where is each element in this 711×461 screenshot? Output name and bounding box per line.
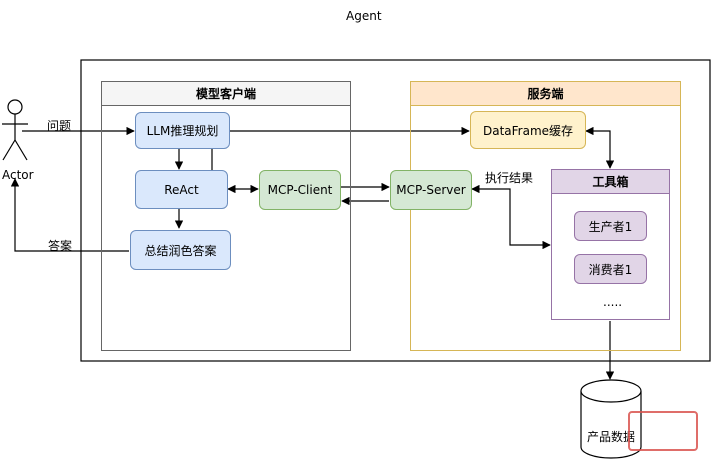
mcp-client-node[interactable]: MCP-Client xyxy=(259,170,341,210)
tool-consumer-1[interactable]: 消费者1 xyxy=(574,254,647,284)
summary-node[interactable]: 总结润色答案 xyxy=(130,230,231,270)
watermark-logo xyxy=(628,411,698,451)
toolbox-title: 工具箱 xyxy=(552,170,669,194)
edge-server-toolbox xyxy=(471,184,551,250)
answer-label: 答案 xyxy=(48,239,73,253)
llm-planning-node[interactable]: LLM推理规划 xyxy=(135,112,230,149)
dataframe-cache-node[interactable]: DataFrame缓存 xyxy=(470,111,586,149)
toolbox-container: 工具箱 生产者1 消费者1 ..... xyxy=(551,169,670,320)
server-group-title: 服务端 xyxy=(411,82,680,106)
exec-result-label: 执行结果 xyxy=(485,171,534,185)
tool-producer-1[interactable]: 生产者1 xyxy=(574,211,647,241)
edge-cache-toolbox xyxy=(585,126,615,169)
react-node[interactable]: ReAct xyxy=(135,170,228,209)
client-group-title: 模型客户端 xyxy=(102,82,350,106)
mcp-server-node[interactable]: MCP-Server xyxy=(390,170,472,210)
agent-boundary xyxy=(80,59,711,362)
question-label: 问题 xyxy=(47,119,72,133)
database-label: 产品数据 xyxy=(587,430,636,444)
diagram-title: Agent xyxy=(346,9,382,23)
server-group: 服务端 xyxy=(410,81,681,351)
edge-answer xyxy=(10,178,129,252)
toolbox-more: ..... xyxy=(603,295,623,309)
actor-figure xyxy=(2,99,28,161)
client-group: 模型客户端 xyxy=(101,81,351,351)
actor-label: Actor xyxy=(2,168,34,182)
